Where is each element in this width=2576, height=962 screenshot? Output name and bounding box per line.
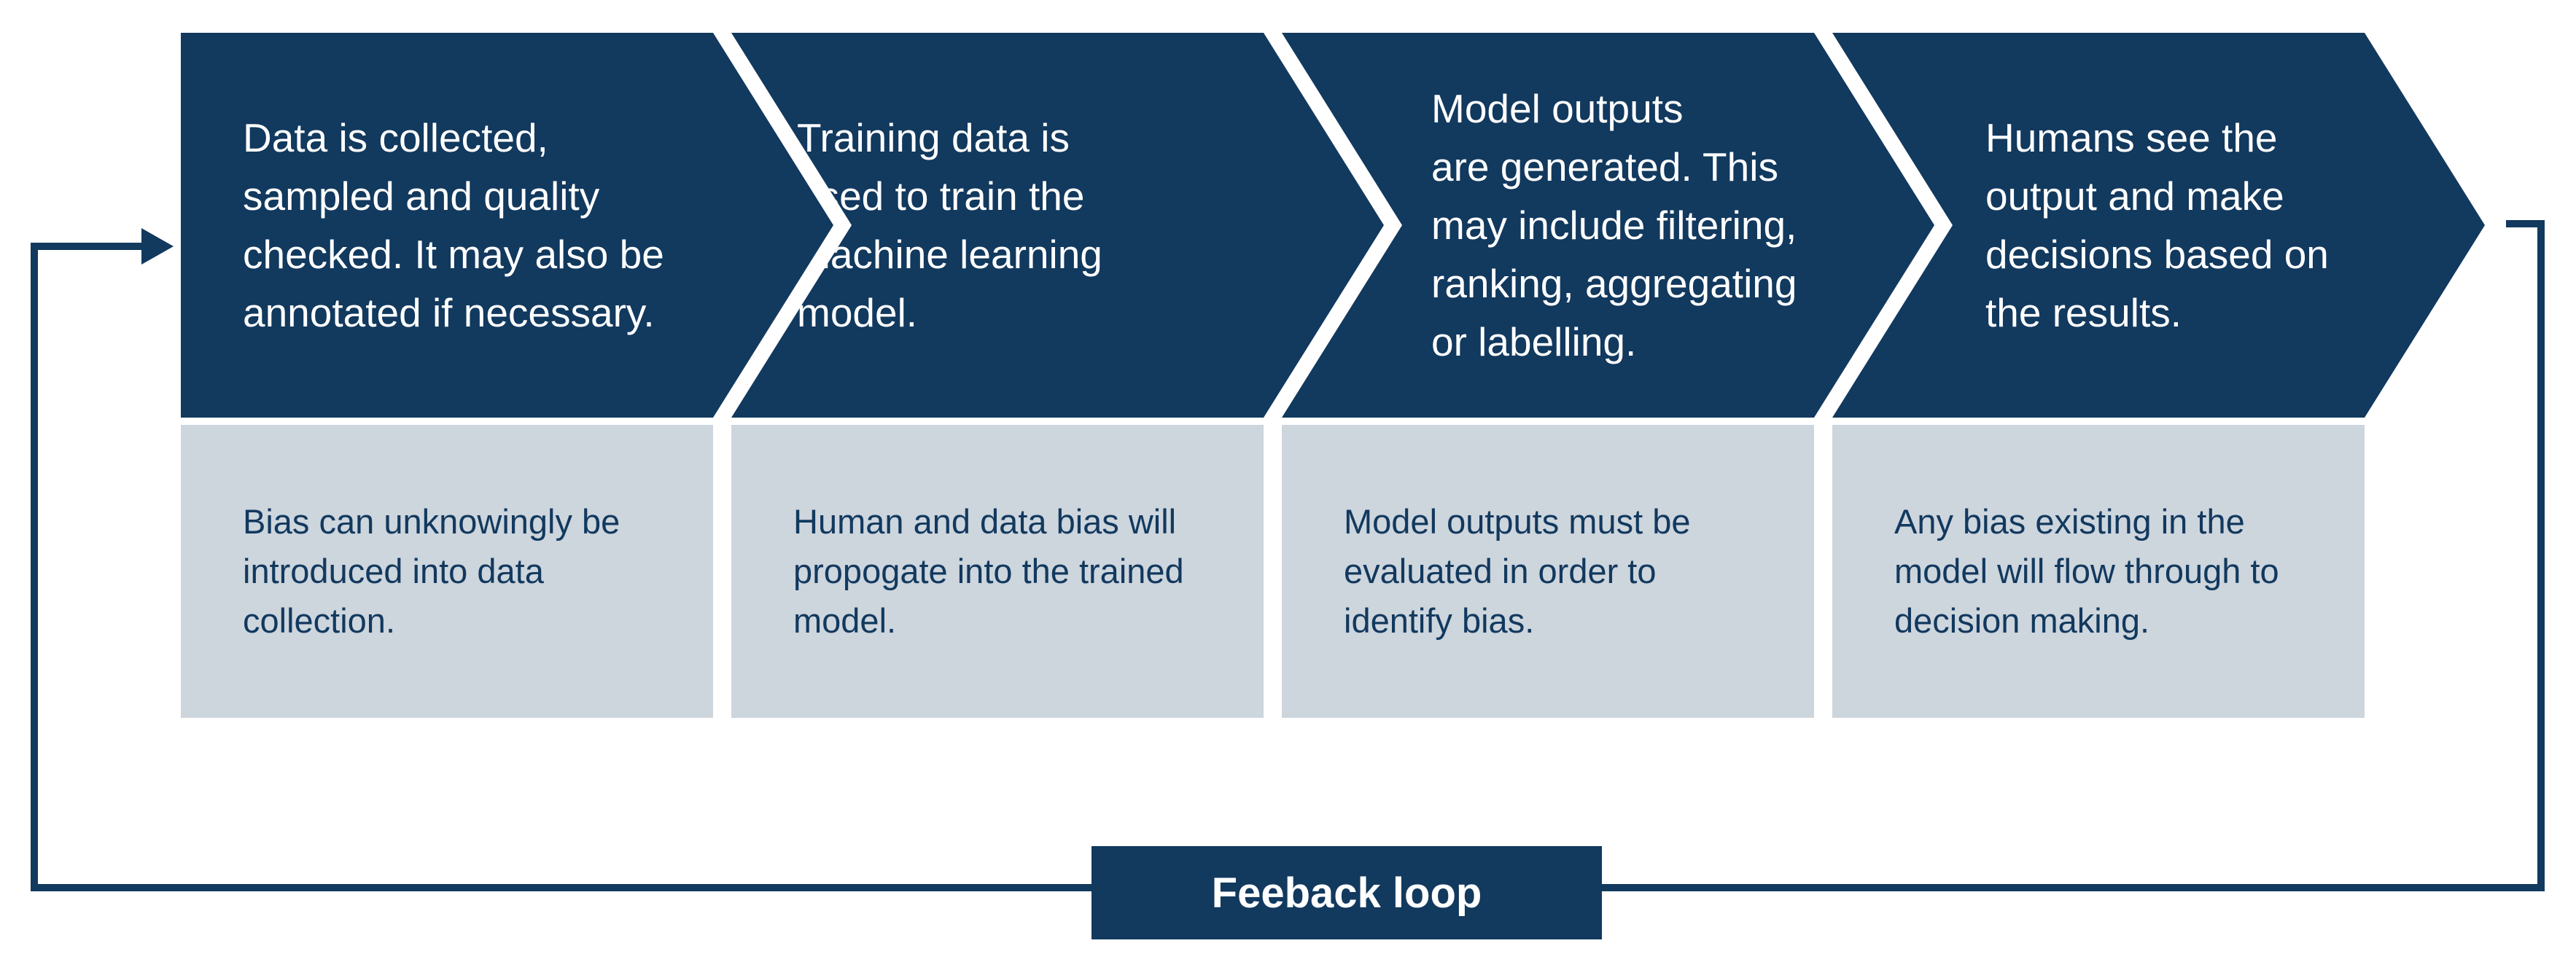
bias-box-3: Model outputs must be evaluated in order… [1282, 425, 1814, 718]
feedback-line-left-horizontal [31, 243, 144, 250]
feedback-loop-label: Feeback loop [1092, 846, 1602, 939]
feedback-line-right-vertical [2537, 220, 2545, 891]
feedback-line-left-vertical [31, 243, 38, 891]
bias-box-1: Bias can unknowingly be introduced into … [181, 425, 713, 718]
feedback-loop-label-text: Feeback loop [1211, 869, 1482, 917]
stage-4-text: Humans see the output and make decisions… [1985, 115, 2329, 335]
feedback-line-right-stub [2506, 220, 2545, 227]
bias-box-2: Human and data bias will propogate into … [731, 425, 1264, 718]
bias-3-text: Model outputs must be evaluated in order… [1344, 502, 1691, 640]
bias-box-4: Any bias existing in the model will flow… [1832, 425, 2365, 718]
bias-2-text: Human and data bias will propogate into … [793, 502, 1184, 640]
bias-1-text: Bias can unknowingly be introduced into … [243, 502, 620, 640]
bias-4-text: Any bias existing in the model will flow… [1894, 502, 2279, 640]
stage-3-text: Model outputs are generated. This may in… [1431, 86, 1797, 364]
feedback-arrowhead-icon [141, 228, 174, 265]
stage-chevron-1: Data is collected, sampled and quality c… [181, 33, 833, 418]
stage-1-text: Data is collected, sampled and quality c… [243, 115, 664, 335]
